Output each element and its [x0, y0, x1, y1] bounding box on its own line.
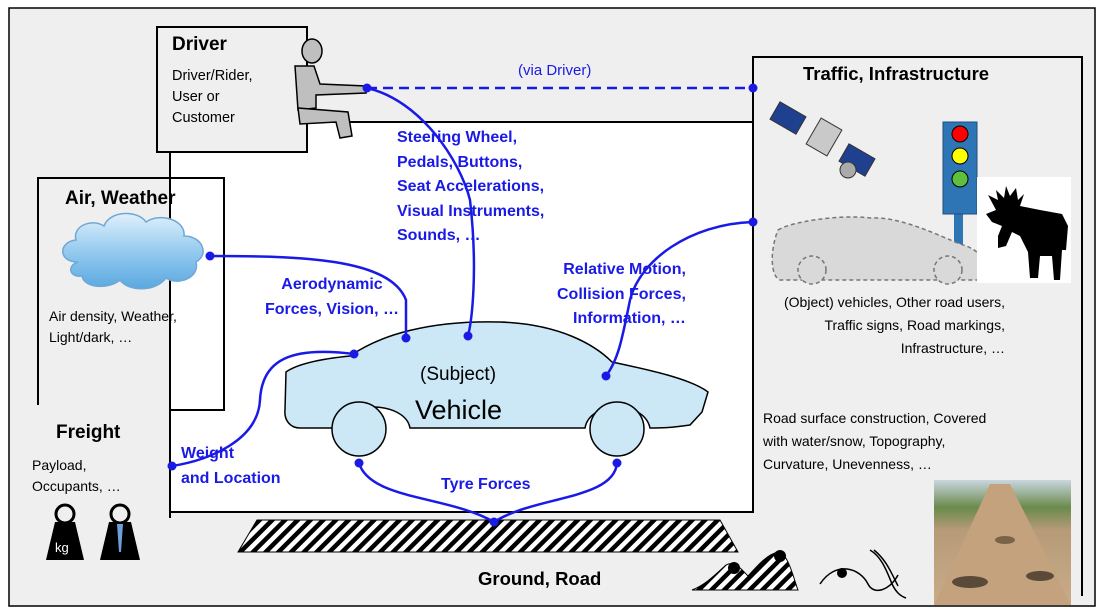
weight-kg-label: kg — [55, 540, 69, 555]
driver-vehicle-line — [366, 86, 476, 337]
traffic-description: (Object) vehicles, Other road users, Tra… — [784, 294, 1005, 356]
air-freight-panel-outline — [37, 177, 225, 518]
curvature-icon — [819, 549, 907, 599]
relative-motion-interface-label: Relative Motion, Collision Forces, Infor… — [557, 261, 686, 327]
aerodynamic-interface-label: Aerodynamic Forces, Vision, … — [265, 276, 399, 318]
via-driver-label: (via Driver) — [518, 62, 592, 79]
traffic-title: Traffic, Infrastructure — [803, 63, 990, 84]
object-vehicle-shape — [771, 216, 984, 281]
driver-description: Driver/Rider, User or Customer — [172, 68, 253, 126]
steering-interface-label: Steering Wheel, Pedals, Buttons, Seat Ac… — [397, 129, 545, 244]
air-title: Air, Weather — [65, 188, 176, 209]
traffic-light-icon — [942, 121, 978, 270]
driver-figure — [294, 38, 367, 139]
driver-title: Driver — [172, 34, 227, 55]
air-vehicle-line — [209, 254, 408, 338]
vehicle-title: Vehicle — [415, 395, 503, 425]
weight-occupant-icon — [100, 503, 140, 560]
road-title: Ground, Road — [478, 568, 602, 589]
rear-wheel — [589, 401, 645, 457]
freight-description: Payload, Occupants, … — [32, 457, 121, 494]
freight-vehicle-line — [171, 350, 355, 468]
vehicle-subject-label: (Subject) — [420, 364, 497, 385]
air-description: Air density, Weather, Light/dark, … — [49, 308, 177, 345]
traffic-vehicle-line — [604, 220, 754, 377]
freight-title: Freight — [56, 422, 121, 443]
road-description: Road surface construction, Covered with … — [763, 410, 987, 472]
weight-kg-icon — [46, 503, 84, 560]
moose-icon — [986, 186, 1068, 280]
satellite-icon — [769, 101, 876, 179]
front-wheel — [331, 401, 387, 457]
tyre-forces-label: Tyre Forces — [441, 476, 531, 493]
road-surface-hatch — [237, 519, 739, 553]
weight-location-interface-label: Weight and Location — [181, 445, 281, 487]
topography-icon — [691, 551, 799, 591]
cloud-icon — [62, 212, 204, 290]
